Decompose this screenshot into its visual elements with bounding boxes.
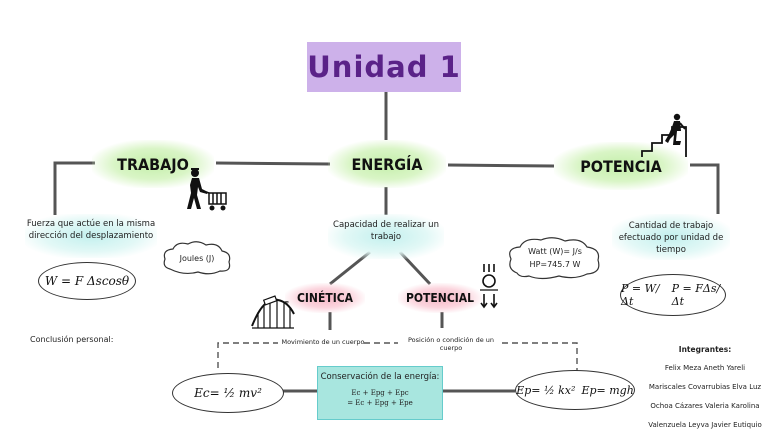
cloud-joules: Joules (J) bbox=[160, 239, 234, 277]
desc-potencia: Cantidad de trabajo efectuado por unidad… bbox=[612, 214, 730, 260]
desc-energia: Capacidad de realizar un trabajo bbox=[328, 214, 444, 259]
stairs-climber-icon bbox=[641, 113, 687, 157]
formula-potencia: P = W/Δt P = FΔs/Δt bbox=[620, 274, 726, 316]
node-trabajo-label: TRABAJO bbox=[117, 154, 189, 174]
node-potencial: POTENCIAL bbox=[398, 283, 482, 313]
node-cinetica-label: CINÉTICA bbox=[296, 291, 353, 305]
formula-trabajo: W = F Δscosθ bbox=[38, 262, 136, 300]
node-potencia: POTENCIA bbox=[554, 142, 688, 190]
formula-potencia-1: P = W/Δt bbox=[621, 282, 660, 308]
team-member: Ochoa Cázares Valeria Karolina bbox=[650, 402, 760, 410]
team-heading: Integrantes: bbox=[678, 345, 732, 354]
conservation-line1: Ec + Epg + Epc bbox=[351, 389, 409, 397]
roller-coaster-icon: ≈ bbox=[251, 295, 295, 329]
desc-trabajo: Fuerza que actúe en la misma dirección d… bbox=[25, 214, 157, 258]
conservation-line2: = Ec + Epg + Epe bbox=[347, 399, 413, 407]
cloud-watt-text: Watt (W)= J/s bbox=[528, 247, 582, 256]
formula-potencial-2: Ep= mgh bbox=[581, 383, 634, 397]
cloud-watt: Watt (W)= J/s HP=745.7 W bbox=[505, 237, 605, 279]
svg-text:≈: ≈ bbox=[284, 299, 289, 306]
conservation-title: Conservación de la energía: bbox=[320, 372, 440, 382]
falling-ball-icon bbox=[480, 264, 498, 309]
node-cinetica: CINÉTICA bbox=[285, 283, 365, 313]
conclusion-label: Conclusión personal: bbox=[30, 335, 114, 344]
team-member: Mariscales Covarrubias Elva Luz bbox=[648, 383, 762, 391]
node-potencia-label: POTENCIA bbox=[580, 156, 662, 176]
node-potencial-label: POTENCIAL bbox=[405, 291, 475, 305]
cloud-joules-shape bbox=[163, 241, 231, 275]
formula-cinetica: Ec= ½ mv² bbox=[172, 373, 284, 413]
formula-potencial: Ep= ½ kx² Ep= mgh bbox=[515, 370, 635, 410]
node-energia-label: ENERGÍA bbox=[351, 154, 423, 174]
formula-potencia-2: P = FΔs/Δt bbox=[671, 282, 721, 308]
formula-cinetica-text: Ec= ½ mv² bbox=[194, 386, 262, 400]
cloud-joules-text: Joules (J) bbox=[179, 253, 215, 263]
worker-cart-icon bbox=[187, 168, 227, 211]
team-member: Valenzuela Leyva Javier Eutiquio bbox=[648, 421, 762, 429]
conservation-box: Conservación de la energía: Ec + Epg + E… bbox=[317, 366, 443, 420]
desc-potencial: Posición o condición de un cuerpo bbox=[407, 336, 495, 352]
team-member: Felix Meza Aneth Yareli bbox=[664, 364, 746, 372]
title-text: Unidad 1 bbox=[307, 50, 461, 84]
node-energia: ENERGÍA bbox=[328, 140, 446, 188]
cloud-hp-text: HP=745.7 W bbox=[529, 260, 581, 269]
formula-potencial-1: Ep= ½ kx² bbox=[516, 383, 576, 397]
formula-trabajo-text: W = F Δscosθ bbox=[44, 274, 130, 288]
title-box: Unidad 1 bbox=[307, 42, 461, 92]
team-list: Integrantes: Felix Meza Aneth Yareli Mar… bbox=[642, 340, 768, 435]
desc-cinetica: Movimiento de un cuerpo bbox=[281, 338, 365, 346]
cloud-watt-shape bbox=[509, 237, 600, 280]
